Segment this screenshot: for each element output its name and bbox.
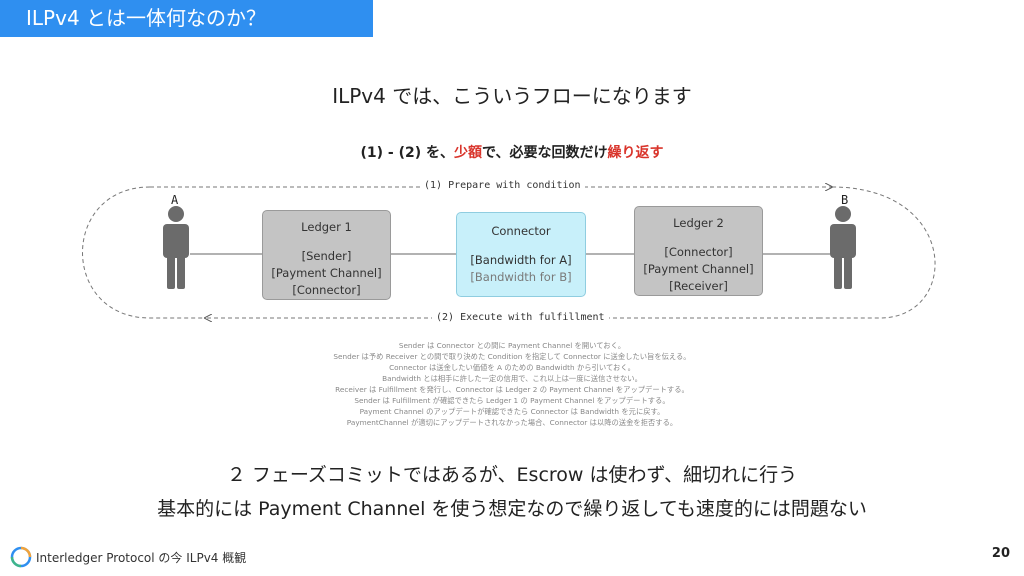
slide-title: ILPv4 とは一体何なのか？ <box>0 0 373 37</box>
connector-title: Connector <box>491 224 551 238</box>
connector-box: Connector [Bandwidth for A] [Bandwidth f… <box>456 212 586 297</box>
person-icon <box>163 206 189 289</box>
node-a-label: A <box>171 193 179 207</box>
execute-flow-label: (2) Execute with fulfillment <box>432 312 609 323</box>
note-line: Sender は Connector との間に Payment Channel … <box>398 341 626 350</box>
note-line: PaymentChannel が適切にアップデートされなかった場合、Connec… <box>346 418 678 427</box>
note-line: Bandwidth とは相手に許した一定の信用で、これ以上は一度に送信させない。 <box>382 374 642 383</box>
note-line: Payment Channel のアップデートが確認できたら Connector… <box>359 407 665 416</box>
subhead: (1) - (2) を、少額で、必要な回数だけ繰り返す <box>0 142 1024 162</box>
ledger-1-line: [Payment Channel] <box>271 266 382 280</box>
ledger-2-title: Ledger 2 <box>673 216 724 230</box>
conclusion-line-2: 基本的には Payment Channel を使う想定なので繰り返しても速度的に… <box>157 498 867 520</box>
ledger-1-line: [Connector] <box>292 283 361 297</box>
subhead-highlight-small-amount: 少額 <box>454 145 483 161</box>
conclusion-line-1: ２ フェーズコミットではあるが、Escrow は使わず、細切れに行う <box>226 464 798 486</box>
connector-bandwidth-b: [Bandwidth for B] <box>470 270 572 284</box>
subhead-middle: で、必要な回数だけ <box>482 145 608 161</box>
loop-left-curve <box>82 186 205 319</box>
subhead-prefix: (1) - (2) を、 <box>360 145 455 161</box>
ledger-2-line: [Payment Channel] <box>643 262 754 276</box>
footer-text: Interledger Protocol の今 ILPv4 概観 <box>36 551 247 565</box>
connector-bandwidth-a: [Bandwidth for A] <box>470 253 572 267</box>
ledger-1-title: Ledger 1 <box>301 220 352 234</box>
page-number: 20 <box>991 546 1010 561</box>
explanation-notes: Sender は Connector との間に Payment Channel … <box>0 340 1024 428</box>
note-line: Receiver は Fulfillment を発行し、Connector は … <box>335 385 689 394</box>
note-line: Connector は送金したい価値を A のための Bandwidth から引… <box>389 363 635 372</box>
ledger-2-line: [Receiver] <box>669 279 728 293</box>
ledger-2-line: [Connector] <box>664 245 733 259</box>
ledger-1-box: Ledger 1 [Sender] [Payment Channel] [Con… <box>262 210 391 300</box>
node-b-label: B <box>841 193 849 207</box>
interledger-logo-icon <box>10 546 32 568</box>
person-icon <box>830 206 856 289</box>
loop-right-curve <box>820 186 936 319</box>
ledger-2-box: Ledger 2 [Connector] [Payment Channel] [… <box>634 206 763 296</box>
headline: ILPv4 では、こういうフローになります <box>332 84 692 108</box>
note-line: Sender は予め Receiver との間で取り決めた Condition … <box>333 352 691 361</box>
ledger-1-line: [Sender] <box>301 249 352 263</box>
subhead-highlight-repeat: 繰り返す <box>607 145 664 161</box>
note-line: Sender は Fulfillment が確認できたら Ledger 1 の … <box>354 396 670 405</box>
prepare-flow-label: (1) Prepare with condition <box>420 180 585 191</box>
